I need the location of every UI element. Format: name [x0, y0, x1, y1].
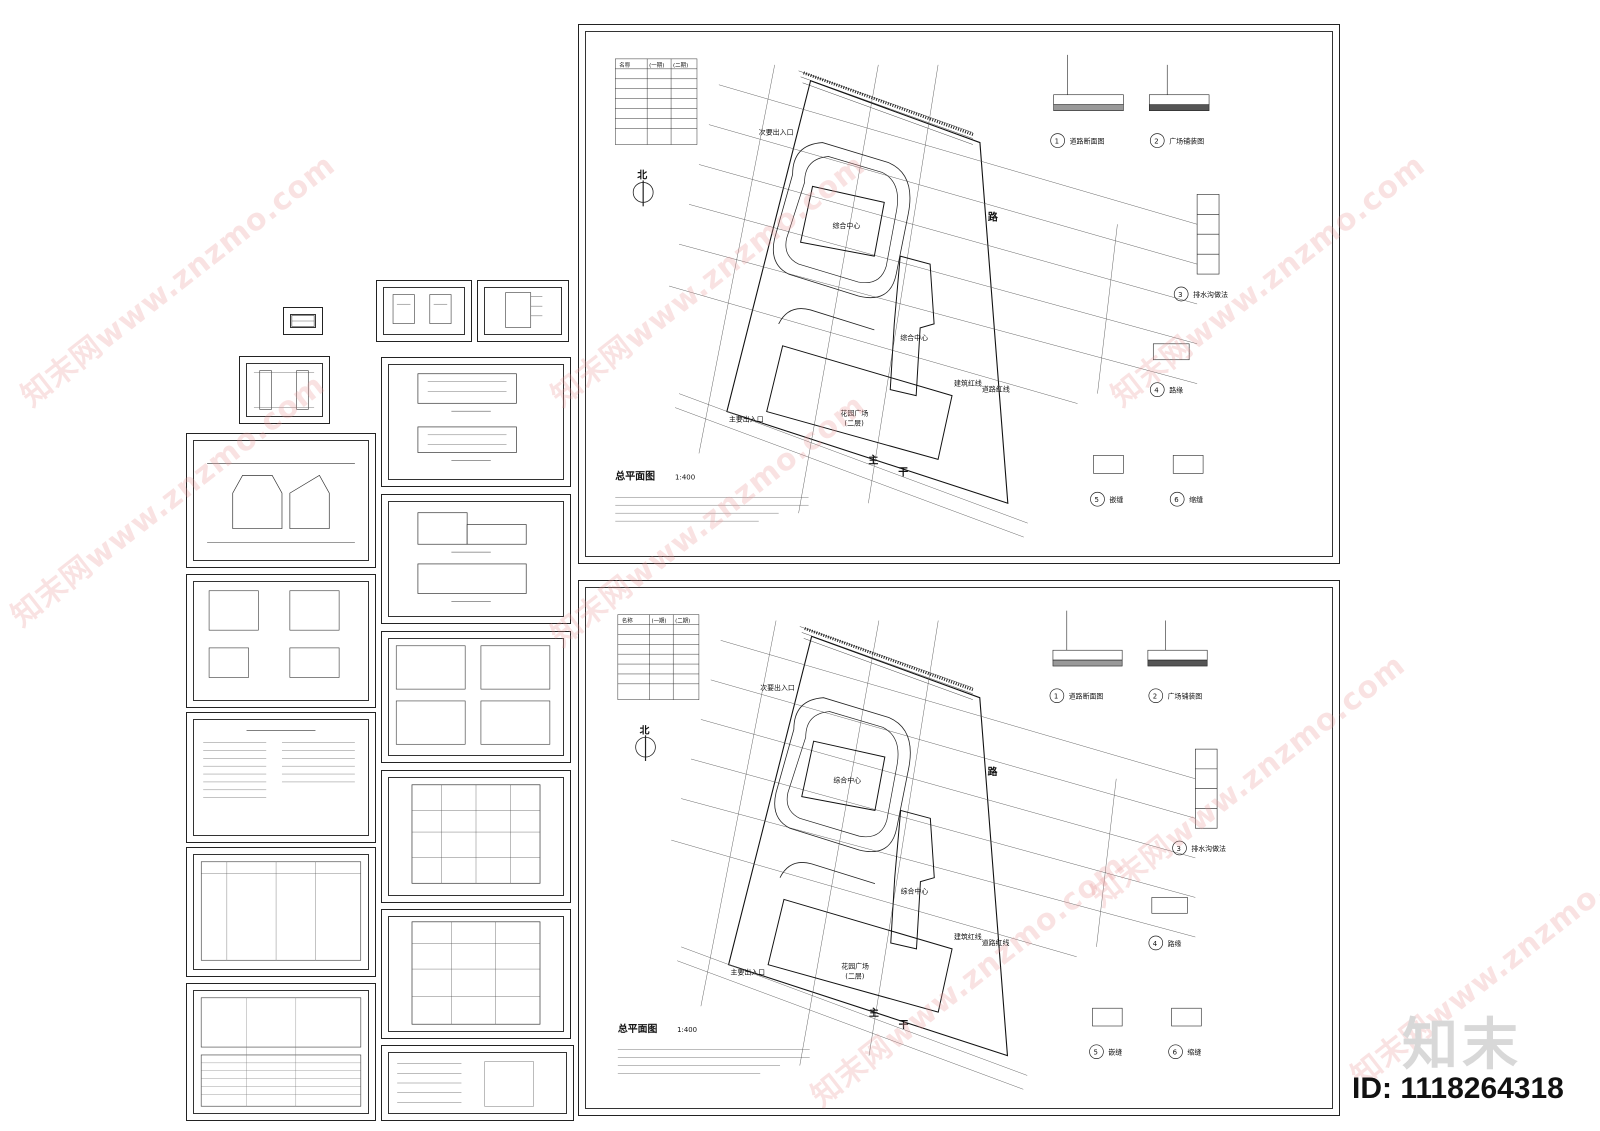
- detail-num-4-b: 4: [1153, 940, 1157, 948]
- detail-sheet-3[interactable]: [381, 631, 571, 763]
- label-building-center-2: 综合中心: [900, 333, 928, 342]
- label-center-b: 综合中心: [833, 776, 861, 785]
- thumbnail-sheet-4[interactable]: [477, 280, 569, 342]
- detail-num-6: 6: [1174, 496, 1178, 504]
- thumbnail-sheet-3[interactable]: [376, 280, 472, 342]
- notes-sheet-9[interactable]: [186, 712, 376, 843]
- label-main-entrance: 主要出入口: [729, 415, 764, 424]
- site-plan-drawing-top: 名称 (一期) (二期) 北 综合中心 综合中心: [615, 54, 1228, 538]
- label-secondary-entrance-b: 次要出入口: [760, 683, 795, 692]
- detail-title-5: 嵌缝: [1109, 495, 1123, 504]
- label-square-floors: (二层): [844, 420, 864, 428]
- plan-sheet-7[interactable]: [186, 433, 376, 568]
- detail-num-1-b: 1: [1054, 693, 1058, 701]
- detail-title-3: 排水沟做法: [1193, 290, 1228, 299]
- label-building-center-2-b: 综合中心: [901, 886, 929, 895]
- detail-num-2-b: 2: [1153, 693, 1157, 701]
- label-road-line-b: 道路红线: [982, 938, 1010, 947]
- detail-num-5-b: 5: [1093, 1049, 1097, 1057]
- site-plan-sheet-top[interactable]: 名称 (一期) (二期) 北 综合中心 综合中心: [578, 24, 1340, 564]
- label-road-line: 道路红线: [982, 385, 1010, 394]
- site-plan-drawing-bottom: 名称 (一期) (二期) 北 综合中心 综合中心 花园广场 (二层) 次要出入口…: [617, 610, 1226, 1090]
- detail-title-6-b: 缩缝: [1187, 1048, 1201, 1057]
- tech-table-h1-b: (一期): [651, 618, 666, 625]
- asset-id: ID: 1118264318: [1352, 1072, 1564, 1105]
- detail-num-3-b: 3: [1177, 845, 1181, 853]
- detail-title-4: 路缘: [1169, 386, 1183, 395]
- tech-table-h1: (一期): [649, 62, 664, 69]
- plan-title: 总平面图: [615, 469, 655, 482]
- tech-table-h0: 名称: [619, 61, 630, 69]
- thumbnail-sheet-2[interactable]: [239, 356, 330, 424]
- plan-scale-b: 1:400: [677, 1026, 697, 1034]
- label-square: 花园广场: [840, 409, 868, 418]
- north-label: 北: [637, 168, 647, 181]
- plan-scale: 1:400: [675, 473, 695, 481]
- label-building-line-b: 建筑红线: [954, 932, 982, 941]
- detail-title-1: 道路断面图: [1070, 137, 1105, 146]
- plan-sheet-5[interactable]: [381, 909, 571, 1039]
- label-square-b: 花园广场: [841, 962, 869, 971]
- detail-num-2: 2: [1154, 138, 1158, 146]
- detail-num-5: 5: [1094, 496, 1098, 504]
- label-building-line: 建筑红线: [954, 379, 982, 388]
- elevation-sheet-2[interactable]: [381, 494, 571, 624]
- detail-num-6-b: 6: [1173, 1049, 1177, 1057]
- plan-sheet-4[interactable]: [381, 770, 571, 903]
- label-road-3: 路: [988, 210, 999, 223]
- brand-logo: 知末: [1402, 1013, 1522, 1078]
- site-plan-sheet-bottom[interactable]: 名称 (一期) (二期) 北 综合中心 综合中心 花园广场 (二层) 次要出入口…: [578, 580, 1340, 1116]
- north-arrow-icon: [632, 182, 654, 203]
- detail-title-6: 缩缝: [1189, 495, 1203, 504]
- detail-num-4: 4: [1154, 387, 1159, 395]
- tech-table: [615, 58, 698, 145]
- north-arrow-icon-b: [635, 736, 656, 758]
- detail-title-2: 广场铺装图: [1169, 137, 1204, 146]
- detail-title-5-b: 嵌缝: [1108, 1048, 1122, 1057]
- elevation-sheet-1[interactable]: [381, 357, 571, 487]
- label-road-2-b: 干: [899, 1019, 909, 1031]
- label-road-1-b: 主: [869, 1006, 879, 1019]
- tech-table-h2-b: (二期): [675, 618, 690, 625]
- label-road-1: 主: [868, 453, 878, 466]
- detail-sheet-8[interactable]: [186, 574, 376, 708]
- schedule-sheet-6[interactable]: [381, 1045, 574, 1121]
- detail-title-1-b: 道路断面图: [1069, 692, 1104, 701]
- north-label-b: 北: [640, 723, 650, 736]
- thumbnail-sheet-1[interactable]: [283, 307, 323, 335]
- table-sheet-10[interactable]: [186, 847, 376, 977]
- tech-table-h2: (二期): [673, 62, 688, 69]
- label-road-3-b: 路: [988, 765, 998, 778]
- detail-title-3-b: 排水沟做法: [1191, 844, 1226, 853]
- label-secondary-entrance: 次要出入口: [759, 128, 794, 137]
- label-center: 综合中心: [832, 221, 860, 230]
- detail-num-1: 1: [1055, 138, 1059, 146]
- label-square-floors-b: (二层): [845, 973, 865, 981]
- detail-num-3: 3: [1178, 291, 1182, 299]
- table-sheet-11[interactable]: [186, 983, 376, 1121]
- detail-title-2-b: 广场铺装图: [1168, 692, 1203, 701]
- detail-title-4-b: 路缘: [1168, 939, 1182, 948]
- tech-table-h0-b: 名称: [622, 617, 633, 625]
- plan-title-b: 总平面图: [618, 1022, 658, 1035]
- label-main-entrance-b: 主要出入口: [731, 968, 766, 977]
- label-road-2: 干: [898, 466, 908, 478]
